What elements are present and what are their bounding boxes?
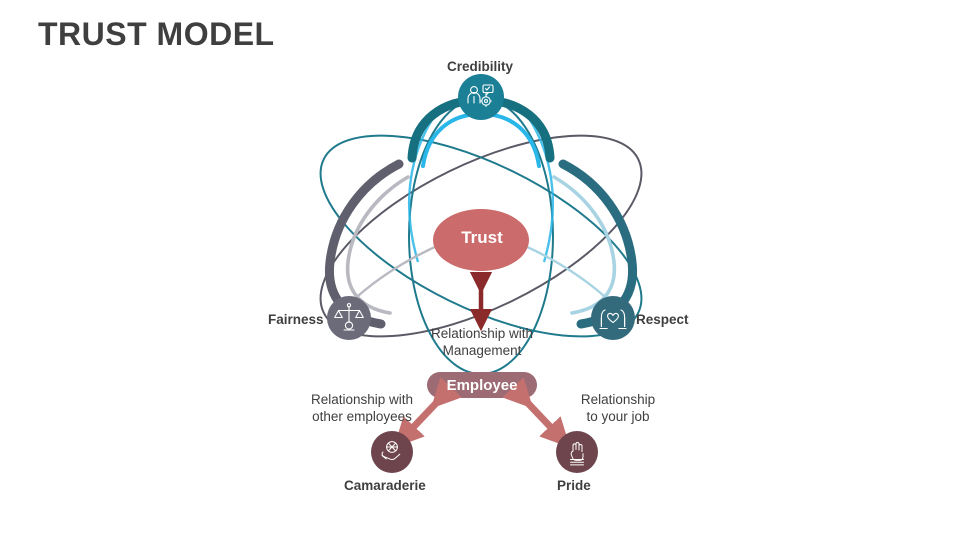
respect-circle[interactable] xyxy=(591,296,635,340)
scales-of-justice-icon xyxy=(334,303,364,331)
relationship-other-line1: Relationship with xyxy=(310,392,414,407)
node-respect[interactable] xyxy=(591,296,635,340)
trust-center-label: Trust xyxy=(461,228,503,247)
credibility-circle[interactable] xyxy=(458,74,504,120)
node-credibility[interactable] xyxy=(458,74,504,120)
camaraderie-label: Camaraderie xyxy=(344,478,426,493)
pride-circle[interactable] xyxy=(556,431,598,473)
hands-heart-icon xyxy=(599,309,627,330)
orbit-ellipse-teal xyxy=(319,134,643,338)
relationship-management-line2: Management xyxy=(442,343,522,358)
fairness-label: Fairness xyxy=(268,312,324,327)
camaraderie-arrow xyxy=(393,377,462,448)
person-speech-gear-icon xyxy=(467,84,494,107)
pride-label: Pride xyxy=(557,478,591,493)
relationship-your-job-label: Relationship to your job xyxy=(543,391,693,425)
credibility-label: Credibility xyxy=(446,59,513,74)
orbit-accent-cyan-right xyxy=(524,111,555,263)
node-pride[interactable] xyxy=(556,431,598,473)
orbit-ellipse-gray xyxy=(319,134,643,338)
relationship-other-employees-label: Relationship with other employees xyxy=(287,391,437,425)
relationship-job-line1: Relationship xyxy=(580,392,656,407)
pride-arrow xyxy=(502,377,571,448)
relationship-management-label: Relationship with Management xyxy=(407,325,557,359)
trust-center-ellipse[interactable] xyxy=(433,209,529,271)
employee-label: Employee xyxy=(446,377,518,394)
page-title: TRUST MODEL xyxy=(38,16,275,52)
node-fairness[interactable] xyxy=(327,296,371,340)
orbit-accent-cyan xyxy=(407,111,438,263)
respect-label: Respect xyxy=(636,312,689,327)
relationship-management-line1: Relationship with xyxy=(430,326,534,341)
node-camaraderie[interactable] xyxy=(371,431,413,473)
relationship-job-line2: to your job xyxy=(586,409,650,424)
relationship-other-line2: other employees xyxy=(312,409,412,424)
raised-fist-icon xyxy=(570,442,584,466)
hands-group-icon xyxy=(381,441,401,461)
